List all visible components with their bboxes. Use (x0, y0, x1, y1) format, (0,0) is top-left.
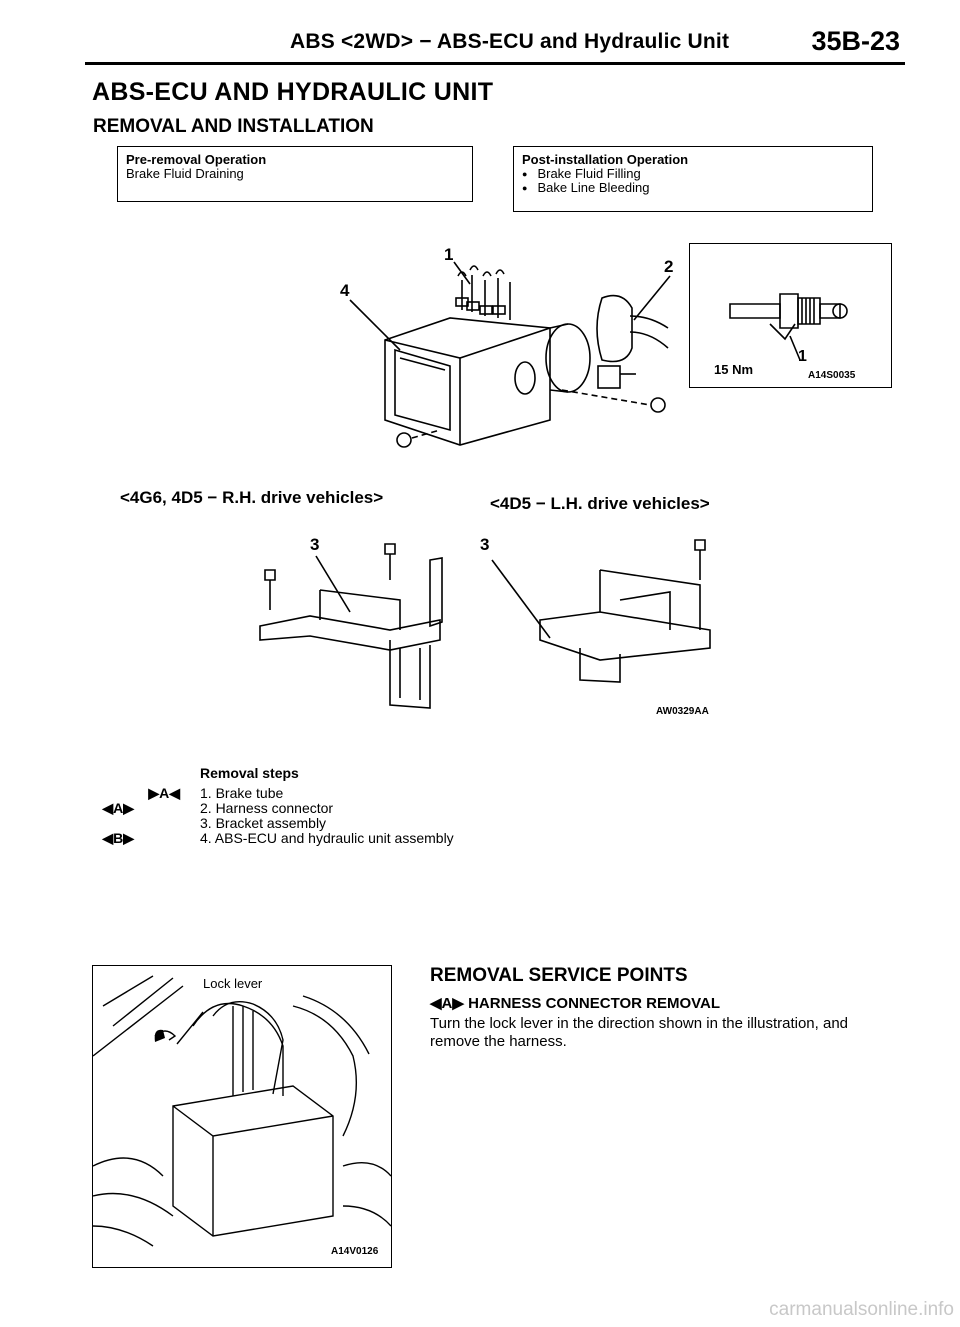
section-title: ABS-ECU AND HYDRAULIC UNIT (92, 78, 494, 106)
callout-4: 4 (340, 281, 350, 300)
service-point-body: Turn the lock lever in the direction sho… (430, 1015, 849, 1050)
callout-2: 2 (664, 257, 673, 276)
service-point-mark: ▶A◀ (148, 785, 180, 801)
bracket-lh-illustration: 3 (480, 535, 711, 683)
bracket-lh-callout-3: 3 (480, 535, 489, 554)
service-point-mark: ◀A▶ (102, 800, 134, 816)
pre-removal-box: Pre-removal Operation Brake Fluid Draini… (117, 146, 473, 202)
service-point-mark: ◀B▶ (102, 830, 134, 846)
header-title: ABS <2WD> − ABS-ECU and Hydraulic Unit (290, 30, 730, 53)
pre-removal-title: Pre-removal Operation (126, 152, 267, 167)
pre-removal-item: Brake Fluid Draining (126, 166, 244, 181)
bracket-rh-illustration: 3 (259, 535, 443, 709)
callout-1: 1 (444, 245, 453, 264)
brake-tube-fitting-drawing (729, 293, 848, 361)
torque-inset: 1 15 Nm A14S0035 (689, 243, 892, 388)
photo-figure-code: A14V0126 (331, 1246, 379, 1257)
removal-step-text: 2. Harness connector (200, 800, 334, 816)
removal-steps-title: Removal steps (200, 765, 299, 781)
bracket-rh-callout-3: 3 (310, 535, 319, 554)
removal-step: ◀A▶ 2. Harness connector (90, 801, 510, 816)
inset-callout-1: 1 (798, 348, 807, 365)
removal-step-text: 3. Bracket assembly (200, 815, 327, 831)
subsection-title: REMOVAL AND INSTALLATION (93, 116, 374, 137)
header-rule (85, 62, 905, 65)
inset-figure-code: A14S0035 (808, 370, 856, 381)
post-installation-item: Brake Fluid Filling (522, 167, 864, 181)
torque-value: 15 Nm (714, 362, 754, 377)
removal-step-text: 4. ABS-ECU and hydraulic unit assembly (200, 830, 454, 846)
removal-step: ▶A◀ 1. Brake tube (90, 786, 510, 801)
bracket-figure-code: AW0329AA (656, 706, 709, 717)
post-installation-item: Bake Line Bleeding (522, 181, 864, 195)
removal-step: 3. Bracket assembly (90, 816, 510, 831)
hydraulic-unit-illustration: 1 2 4 (340, 245, 673, 448)
service-point-subtitle: ◀A▶ HARNESS CONNECTOR REMOVAL (430, 995, 721, 1012)
harness-connector-drawing (93, 975, 391, 1247)
post-installation-title: Post-installation Operation (522, 152, 689, 167)
removal-step-text: 1. Brake tube (200, 785, 284, 801)
post-installation-box: Post-installation Operation Brake Fluid … (513, 146, 873, 212)
caption-rh-drive: <4G6, 4D5 − R.H. drive vehicles> (120, 488, 384, 507)
lock-lever-label: Lock lever (201, 976, 265, 991)
page-number: 35B-23 (811, 26, 900, 56)
lock-lever-illustration: Lock lever A14V0126 (92, 965, 392, 1268)
page-header: ABS <2WD> − ABS-ECU and Hydraulic Unit 3… (0, 26, 960, 65)
removal-step: ◀B▶ 4. ABS-ECU and hydraulic unit assemb… (90, 831, 510, 846)
watermark: carmanualsonline.info (769, 1299, 954, 1320)
service-points-title: REMOVAL SERVICE POINTS (430, 965, 688, 986)
caption-lh-drive: <4D5 − L.H. drive vehicles> (490, 494, 710, 513)
